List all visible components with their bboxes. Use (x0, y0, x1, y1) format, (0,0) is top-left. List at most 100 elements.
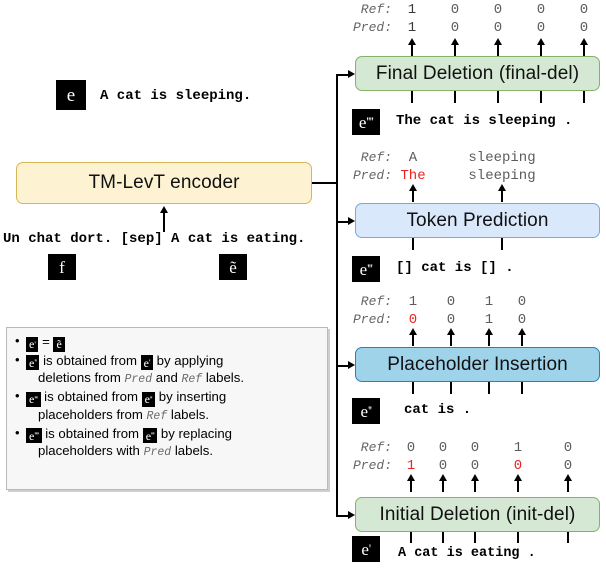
ph-arrow-2 (485, 328, 493, 335)
sentence-e3: [] cat is [] . (396, 260, 514, 276)
init-del-tick-2 (474, 480, 476, 492)
final-del-arrow-4 (580, 38, 588, 45)
sentence-e2: cat is . (404, 402, 472, 418)
tag-e4-wrap: e'''' (352, 109, 380, 135)
encoder-input-sentence: Un chat dort. [sep] A cat is eating. (3, 231, 306, 247)
init-del-tick-3 (517, 480, 519, 492)
final-del-in-4 (583, 91, 585, 103)
init-del-tick-0 (410, 480, 412, 492)
ph-arrow-3 (518, 328, 526, 335)
sentence-e4: The cat is sleeping . (396, 113, 573, 129)
stage-box-init-del[interactable]: Initial Deletion (init-del) (355, 497, 600, 532)
ph-in-3 (521, 382, 523, 394)
init-del-in-0 (410, 532, 412, 543)
final-del-in-2 (497, 91, 499, 103)
legend-text-3c: placeholders from (38, 406, 143, 422)
final-del-in-0 (411, 91, 413, 103)
placeholder-ins-pred-label: Pred: (352, 312, 392, 327)
token-pred-pred-label: Pred: (352, 168, 392, 183)
sentence-e1: A cat is eating . (398, 546, 536, 561)
bus-arrow-final-del (348, 70, 355, 78)
init-del-in-1 (442, 532, 444, 543)
legend-text-4d: labels. (174, 443, 213, 458)
encoder-input-arrow-line (163, 210, 165, 232)
init-del-in-2 (474, 532, 476, 543)
final-del-arrow-2 (494, 38, 502, 45)
bus-arrow-token-pred (348, 217, 355, 225)
tag-e: e (56, 80, 86, 110)
init-del-arrow-4 (564, 474, 572, 481)
final-del-arrow-1 (451, 38, 459, 45)
legend-text-2d: and (155, 370, 178, 385)
legend-tag-e1-ref: e' (140, 355, 153, 370)
tag-e1: e' (352, 536, 380, 562)
input-tag-target: ẽ (219, 254, 247, 280)
stage-label-init-del: Initial Deletion (init-del) (379, 503, 576, 525)
final-del-in-3 (540, 91, 542, 103)
ph-in-2 (488, 382, 490, 394)
token-pred-tick-0 (412, 190, 414, 202)
final-del-tick-1 (454, 44, 456, 56)
bus-arrow-init-del (348, 511, 355, 519)
legend-item-2: e'' is obtained from e' by applying dele… (14, 352, 320, 389)
legend-kw-pred: Pred (124, 373, 153, 386)
legend-tag-e4: e'''' (26, 428, 42, 443)
stage-box-token-pred[interactable]: Token Prediction (355, 203, 600, 238)
token-pred-in-0 (412, 238, 414, 250)
legend-tag-e1: e' (26, 336, 39, 352)
stage-box-placeholder-ins[interactable]: Placeholder Insertion (355, 347, 600, 382)
stage-label-token-pred: Token Prediction (406, 209, 549, 231)
init-del-arrow-1 (439, 474, 447, 481)
legend-tag-e3-ref: e''' (142, 428, 158, 443)
legend-text-3b: by inserting (158, 389, 227, 404)
legend-text-2c: deletions from (38, 370, 121, 385)
tag-e3-wrap: e''' (352, 256, 380, 282)
tag-e3: e''' (352, 256, 380, 282)
legend-item-4: e'''' is obtained from e''' by replacing… (14, 425, 320, 462)
ph-tick-3 (521, 334, 523, 346)
ph-arrow-0 (409, 328, 417, 335)
legend-text-2e: labels. (205, 370, 244, 385)
init-del-arrow-3 (514, 474, 522, 481)
tm-levt-encoder-box[interactable]: TM-LevT encoder (16, 162, 312, 204)
legend-text-2a: is obtained from (43, 352, 137, 368)
token-pred-tick-1 (501, 190, 503, 202)
final-del-pred-label: Pred: (352, 20, 392, 35)
final-del-tick-3 (540, 44, 542, 56)
stage-label-placeholder-ins: Placeholder Insertion (387, 353, 568, 375)
stage-box-final-del[interactable]: Final Deletion (final-del) (355, 56, 600, 91)
output-sentence: A cat is sleeping. (100, 88, 252, 104)
init-del-in-4 (567, 532, 569, 543)
bus-vertical (336, 74, 338, 516)
ph-tick-0 (412, 334, 414, 346)
bus-stub (312, 182, 338, 184)
legend-text-4a: is obtained from (45, 425, 140, 441)
ph-in-0 (412, 382, 414, 394)
ph-arrow-1 (447, 328, 455, 335)
legend-kw-ref-2: Ref (146, 409, 168, 423)
ph-tick-1 (450, 334, 452, 346)
init-del-in-3 (517, 532, 519, 543)
token-pred-ref-label: Ref: (360, 150, 392, 165)
final-del-in-1 (454, 91, 456, 103)
legend-item-3: e''' is obtained from e'' by inserting p… (14, 388, 320, 425)
init-del-arrow-0 (407, 474, 415, 481)
legend-tag-e2-ref: e'' (141, 391, 156, 407)
input-tag-source: f (48, 254, 76, 280)
legend-kw-pred-2: Pred (143, 446, 172, 459)
init-del-pred-label: Pred: (352, 458, 392, 473)
legend-text-3a: is obtained from (44, 389, 138, 404)
legend-text-4b: by replacing (160, 425, 232, 441)
final-del-tick-2 (497, 44, 499, 56)
legend-text-2b: by applying (156, 352, 224, 368)
init-del-ref-label: Ref: (360, 440, 392, 455)
stage-label-final-del: Final Deletion (final-del) (375, 62, 580, 84)
final-del-arrow-0 (408, 38, 416, 45)
token-pred-in-1 (501, 238, 503, 250)
output-tag-e: e (56, 80, 86, 110)
bus-branch-token-pred (336, 221, 350, 223)
bus-branch-init-del (336, 515, 350, 517)
legend-eq: = (42, 334, 50, 349)
legend-tag-etilde: ẽ (53, 336, 65, 352)
ph-tick-2 (488, 334, 490, 346)
